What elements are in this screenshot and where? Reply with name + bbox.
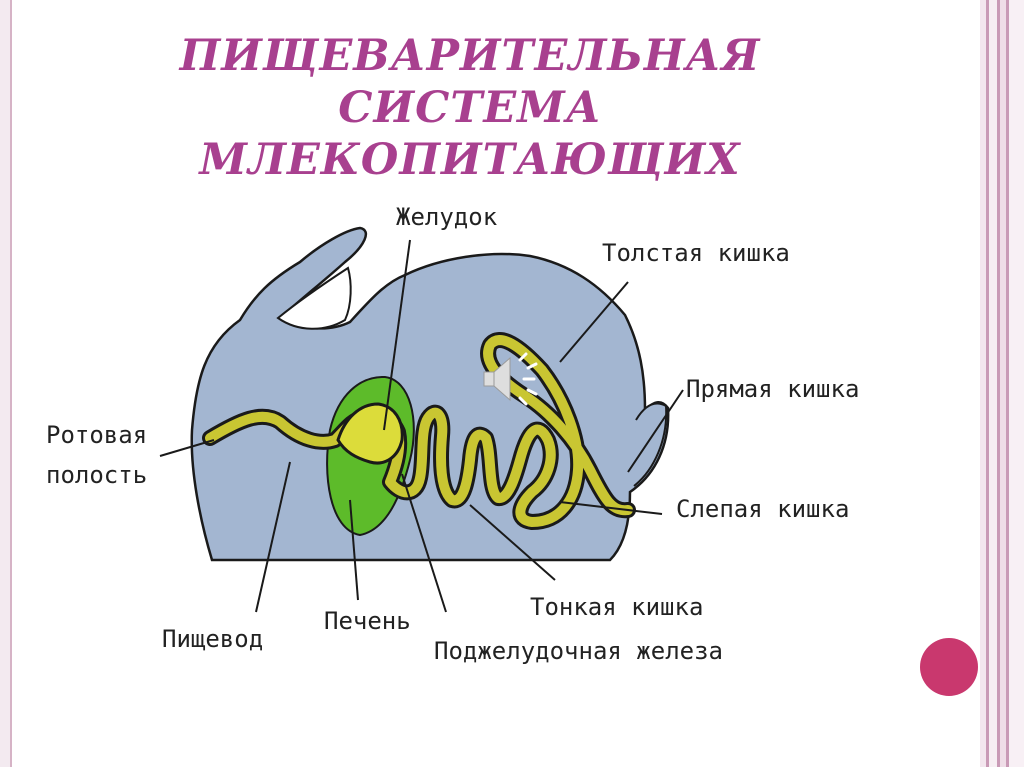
- leader-cecum: [559, 501, 663, 515]
- title-line-2: МЛЕКОПИТАЮЩИХ: [199, 135, 741, 185]
- label-oral-cavity-line-1: Ротовая: [46, 421, 148, 449]
- right-border-stripes: [980, 0, 1024, 767]
- slide-title: ПИЩЕВАРИТЕЛЬНАЯ СИСТЕМА МЛЕКОПИТАЮЩИХ: [40, 30, 900, 186]
- leader-esophagus: [255, 461, 291, 613]
- label-large-intestine: Толстая кишка: [602, 239, 790, 267]
- leader-stomach: [383, 239, 411, 431]
- label-rectum: Прямая кишка: [686, 375, 860, 403]
- label-cecum: Слепая кишка: [676, 495, 850, 523]
- decorative-circle: [920, 638, 978, 696]
- label-small-intestine: Тонкая кишка: [530, 593, 704, 621]
- leader-lines: [159, 239, 684, 613]
- label-stomach: Желудок: [396, 203, 498, 231]
- leader-small-intestine: [469, 504, 556, 581]
- leader-rectum: [627, 389, 684, 473]
- leader-liver: [349, 499, 359, 601]
- speaker-icon[interactable]: [483, 352, 538, 406]
- label-oral-cavity-line-2: полость: [46, 461, 148, 489]
- leader-oral-cavity: [159, 439, 215, 457]
- label-pancreas: Поджелудочная железа: [434, 637, 723, 665]
- rabbit-body: [190, 226, 670, 562]
- title-line-1: ПИЩЕВАРИТЕЛЬНАЯ СИСТЕМА: [179, 31, 761, 133]
- label-esophagus: Пищевод: [162, 625, 264, 653]
- leader-pancreas: [401, 473, 447, 613]
- tail: [633, 402, 668, 487]
- leader-large-intestine: [559, 281, 629, 363]
- left-border: [0, 0, 12, 767]
- label-liver: Печень: [324, 607, 411, 635]
- ear-cutout: [276, 266, 352, 330]
